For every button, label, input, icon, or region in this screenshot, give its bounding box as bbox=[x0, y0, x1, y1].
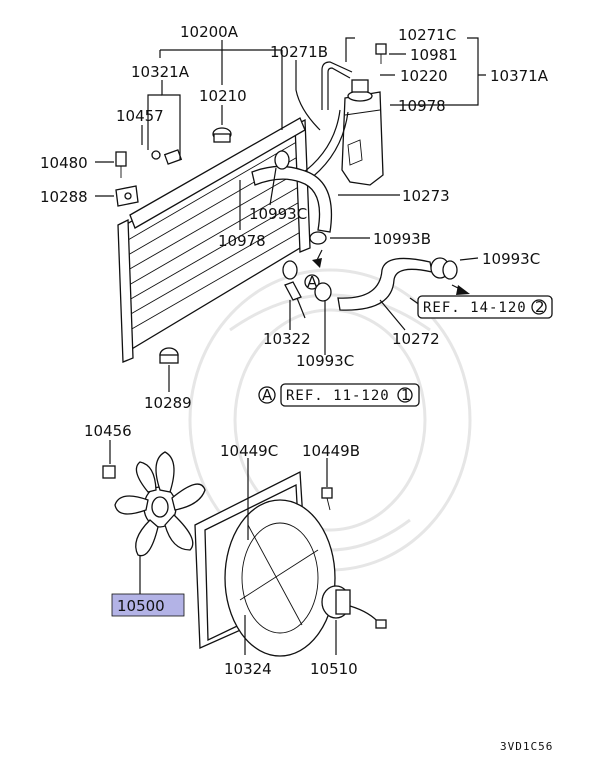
radiator-cap bbox=[212, 127, 232, 143]
label-10993B: 10993B bbox=[373, 230, 431, 248]
label-10456: 10456 bbox=[84, 422, 132, 440]
label-10457: 10457 bbox=[116, 107, 164, 125]
label-10449B: 10449B bbox=[302, 442, 360, 460]
ref2-num: 2 bbox=[535, 298, 545, 316]
label-10321A: 10321A bbox=[131, 63, 190, 81]
leader-lines bbox=[95, 37, 486, 655]
label-10273: 10273 bbox=[402, 187, 450, 205]
label-10289: 10289 bbox=[144, 394, 192, 412]
label-10993C-lower: 10993C bbox=[296, 352, 354, 370]
label-10981: 10981 bbox=[410, 46, 458, 64]
bolt-10480 bbox=[115, 151, 127, 178]
svg-text:A: A bbox=[307, 273, 318, 291]
label-10978-tank: 10978 bbox=[398, 97, 446, 115]
highlight-10500 bbox=[111, 593, 185, 617]
upper-hose-10273 bbox=[251, 150, 333, 245]
label-10324: 10324 bbox=[224, 660, 272, 678]
label-10271B: 10271B bbox=[270, 43, 328, 61]
ref1-num: 1 bbox=[401, 386, 411, 404]
label-10978-radiator: 10978 bbox=[218, 232, 266, 250]
nut-10456 bbox=[102, 465, 116, 479]
fan-motor-10510 bbox=[321, 585, 387, 629]
label-10272: 10272 bbox=[392, 330, 440, 348]
bolt-10981 bbox=[375, 43, 387, 64]
bushing-10289 bbox=[159, 347, 179, 364]
reserve-tank bbox=[341, 79, 384, 186]
bolt-10449B bbox=[321, 487, 333, 511]
ref-box-14-120: REF. 14-120 2 bbox=[417, 295, 553, 319]
fan-blade-10500 bbox=[114, 451, 206, 557]
label-10449C: 10449C bbox=[220, 442, 278, 460]
label-10510: 10510 bbox=[310, 660, 358, 678]
label-10210: 10210 bbox=[199, 87, 247, 105]
label-10500: 10500 bbox=[117, 597, 165, 615]
label-10271C: 10271C bbox=[398, 26, 456, 44]
drain-hose-10322 bbox=[284, 281, 306, 319]
flow-arrow-upper bbox=[312, 249, 323, 268]
label-10993C-hose: 10993C bbox=[482, 250, 540, 268]
ref-box-11-120: A REF. 11-120 1 bbox=[258, 383, 420, 407]
diagram-code: 3VD1C56 bbox=[500, 740, 553, 753]
bracket-10288 bbox=[115, 185, 139, 207]
ref2-text: REF. 14-120 bbox=[423, 300, 527, 316]
label-10993C-radiator: 10993C bbox=[249, 205, 307, 223]
drain-plug bbox=[151, 149, 183, 165]
ref1-text: REF. 11-120 bbox=[286, 388, 390, 404]
label-10200A: 10200A bbox=[180, 23, 239, 41]
ref1-marker: A bbox=[262, 386, 273, 404]
label-10220: 10220 bbox=[400, 67, 448, 85]
flow-arrow-lower bbox=[451, 284, 470, 295]
lower-hose-10272 bbox=[314, 257, 458, 311]
label-10288: 10288 bbox=[40, 188, 88, 206]
label-10371A: 10371A bbox=[490, 67, 549, 85]
clamp-10993C-radiator bbox=[282, 260, 298, 280]
fan-shroud-10324 bbox=[194, 470, 336, 657]
overflow-hose-10271B bbox=[321, 61, 353, 110]
label-10480: 10480 bbox=[40, 154, 88, 172]
label-10322: 10322 bbox=[263, 330, 311, 348]
marker-A-pipe: A bbox=[304, 273, 320, 291]
